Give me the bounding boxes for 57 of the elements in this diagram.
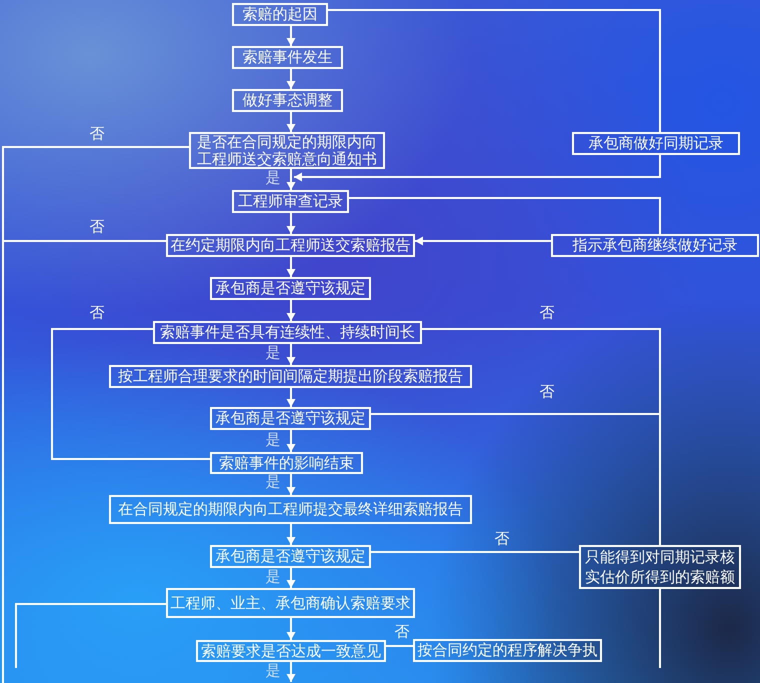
arrow bbox=[286, 26, 296, 46]
process-box: 按工程师合理要求的时间间隔定期提出阶段索赔报告 bbox=[109, 365, 472, 388]
process-box: 承包商是否遵守该规定 bbox=[210, 407, 371, 430]
edge-label: 是 bbox=[266, 432, 280, 448]
process-box: 只能得到对同期记录核实估价所得到的索赔额 bbox=[579, 545, 741, 589]
connector-line bbox=[51, 328, 210, 460]
edge-label: 否 bbox=[90, 306, 104, 320]
connector-line bbox=[659, 589, 661, 668]
edge-label: 是 bbox=[266, 664, 280, 678]
edge-label: 否 bbox=[540, 306, 554, 320]
edge-label: 是 bbox=[266, 570, 280, 584]
process-box: 索赔事件发生 bbox=[232, 46, 343, 69]
process-box: 承包商做好同期记录 bbox=[572, 132, 740, 155]
process-box: 是否在合同规定的期限内向工程师送交索赔意向通知书 bbox=[189, 132, 385, 169]
process-box: 索赔要求是否达成一致意见 bbox=[196, 640, 386, 662]
connector-line bbox=[15, 603, 166, 668]
arrow bbox=[286, 618, 296, 640]
edge-label: 否 bbox=[90, 126, 104, 142]
arrow bbox=[286, 300, 296, 321]
connector-line bbox=[328, 9, 661, 132]
connector-line bbox=[371, 413, 661, 545]
arrow bbox=[286, 213, 296, 234]
arrow bbox=[286, 430, 296, 452]
process-box: 索赔事件的影响结束 bbox=[210, 452, 363, 474]
process-box: 做好事态调整 bbox=[232, 89, 343, 112]
process-box: 承包商是否遵守该规定 bbox=[210, 545, 371, 568]
process-box: 在约定期限内向工程师送交索赔报告 bbox=[166, 234, 415, 257]
process-box: 索赔事件是否具有连续性、持续时间长 bbox=[153, 321, 422, 344]
arrow bbox=[286, 344, 296, 365]
arrow bbox=[286, 474, 296, 495]
process-box: 索赔的起因 bbox=[232, 3, 328, 26]
arrow bbox=[415, 236, 551, 246]
arrow bbox=[286, 524, 296, 545]
arrow bbox=[286, 69, 296, 89]
edge-label: 否 bbox=[90, 220, 104, 234]
arrow bbox=[286, 388, 296, 407]
process-box: 指示承包商继续做好记录 bbox=[551, 234, 759, 257]
connector-line bbox=[371, 551, 579, 553]
arrow bbox=[286, 568, 296, 588]
connector-line bbox=[386, 645, 413, 647]
edge-label: 是 bbox=[266, 346, 280, 360]
process-box: 在合同规定的期限内向工程师提交最终详细索赔报告 bbox=[109, 495, 472, 524]
edge-label: 否 bbox=[540, 384, 554, 400]
process-box: 承包商是否遵守该规定 bbox=[210, 277, 371, 300]
process-box: 工程师、业主、承包商确认索赔要求 bbox=[166, 588, 415, 618]
edge-label: 否 bbox=[394, 624, 410, 640]
edge-label: 是 bbox=[266, 170, 280, 186]
edge-label: 是 bbox=[266, 474, 280, 490]
process-box: 按合同约定的程序解决争执 bbox=[413, 639, 602, 662]
arrow bbox=[286, 169, 296, 190]
arrow bbox=[286, 112, 296, 132]
edge-label: 否 bbox=[494, 532, 510, 546]
arrow bbox=[294, 155, 661, 182]
process-box: 工程师审查记录 bbox=[232, 190, 349, 213]
arrow bbox=[286, 257, 296, 277]
arrow bbox=[286, 662, 296, 682]
connector-line bbox=[349, 197, 661, 234]
